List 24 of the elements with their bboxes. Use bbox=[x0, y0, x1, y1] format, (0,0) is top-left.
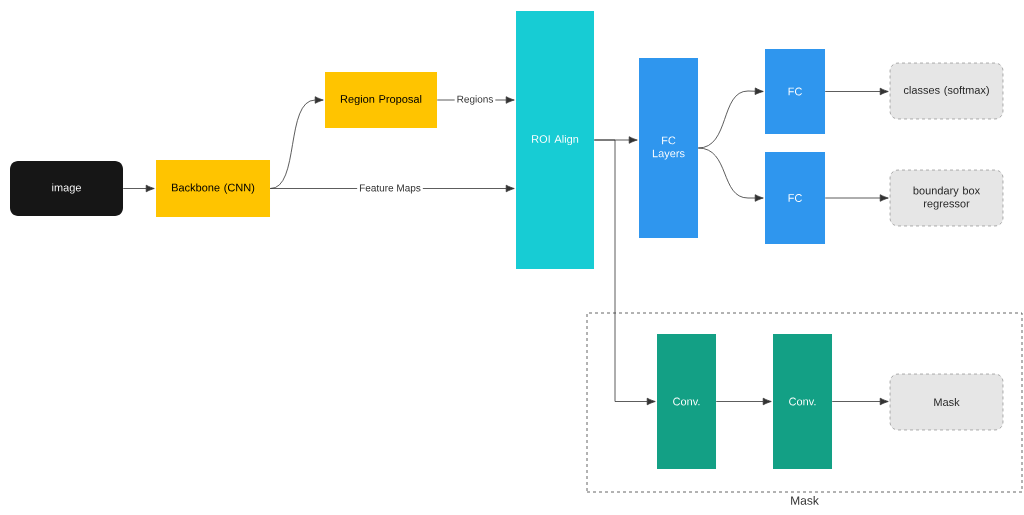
process-box: Conv. bbox=[657, 334, 716, 469]
arrow bbox=[831, 397, 889, 406]
process-box: Region Proposal bbox=[325, 72, 437, 128]
edge-label: Feature Maps bbox=[357, 182, 423, 196]
arrow bbox=[715, 397, 772, 406]
arrow bbox=[122, 184, 155, 193]
process-box: Backbone (CNN) bbox=[156, 160, 270, 217]
arrow bbox=[697, 147, 764, 202]
arrow bbox=[697, 87, 764, 149]
output-box: Mask bbox=[889, 373, 1004, 431]
process-box: FC Layers bbox=[639, 58, 698, 238]
process-box: Conv. bbox=[773, 334, 832, 469]
output-box: boundary box regressor bbox=[889, 169, 1004, 227]
node-label: Mask bbox=[791, 495, 819, 505]
process-box: FC bbox=[765, 49, 825, 134]
output-box: classes (softmax) bbox=[889, 62, 1004, 120]
arrow bbox=[593, 139, 656, 406]
arrow bbox=[824, 194, 889, 202]
edge-label: Regions bbox=[454, 93, 496, 107]
image-box: image bbox=[10, 161, 123, 216]
arrow bbox=[824, 87, 889, 96]
arrow bbox=[269, 96, 324, 189]
process-box: FC bbox=[765, 152, 825, 244]
process-box: ROI Align bbox=[516, 11, 594, 269]
